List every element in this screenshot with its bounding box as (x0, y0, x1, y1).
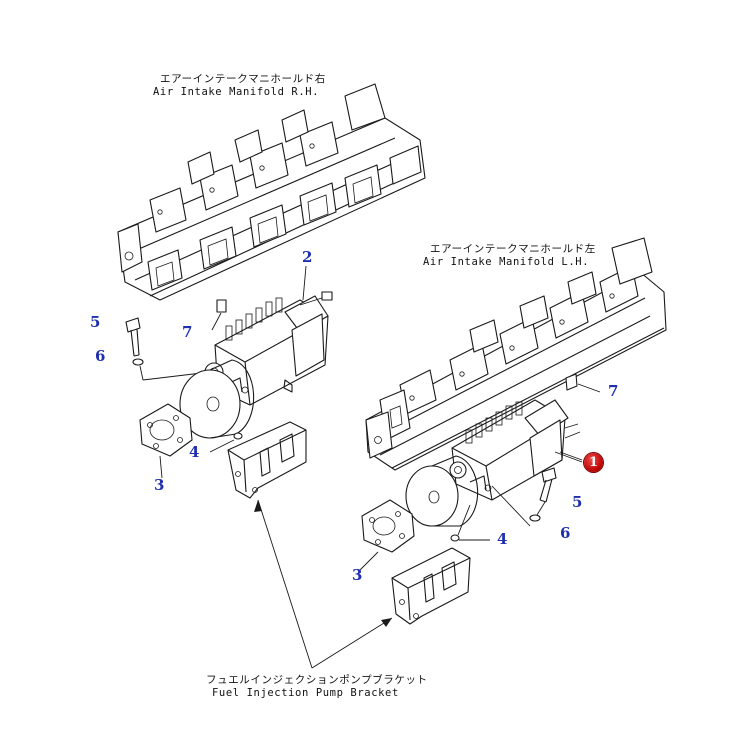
drive-hub-right (405, 455, 479, 527)
air-intake-manifold-lh (365, 237, 667, 471)
callout-right-washer[interactable]: 6 (560, 524, 571, 542)
drive-hub-left (179, 359, 255, 439)
callout-left-coupling[interactable]: 3 (154, 476, 165, 494)
callout-right-nut[interactable]: 4 (497, 530, 508, 548)
washer-right (491, 485, 546, 527)
bolt-left (125, 317, 141, 357)
nut-right (450, 504, 490, 542)
callout-right-bolt[interactable]: 5 (572, 493, 583, 511)
nut-left (209, 432, 243, 453)
callout-left-plug[interactable]: 7 (182, 323, 193, 341)
fuel-injection-pump-right (449, 399, 583, 501)
callout-right-plug[interactable]: 7 (608, 382, 619, 400)
bracket-caption-jp: フュエルインジェクションポンプブラケット (206, 674, 428, 686)
manifold-lh-caption-en: Air Intake Manifold L.H. (423, 256, 590, 268)
bracket-right (391, 547, 471, 625)
leader-pump-right (554, 451, 583, 463)
bracket-left (227, 421, 307, 499)
bolt-right (539, 467, 557, 503)
callout-left-pump[interactable]: 2 (302, 248, 313, 266)
plug-left (211, 299, 227, 331)
coupling-right (359, 499, 415, 571)
plug-right (565, 373, 601, 393)
manifold-rh-caption-en: Air Intake Manifold R.H. (153, 86, 320, 98)
callout-left-bolt[interactable]: 5 (90, 313, 101, 331)
leader-pump-left (302, 265, 307, 301)
callout-left-washer[interactable]: 6 (95, 347, 106, 365)
manifold-lh-caption-jp: エアーインテークマニホールド左 (430, 243, 596, 255)
coupling-left (139, 403, 193, 479)
callout-right-coupling[interactable]: 3 (352, 566, 363, 584)
bracket-leader-lines (254, 499, 393, 669)
manifold-rh-caption-jp: エアーインテークマニホールド右 (160, 73, 326, 85)
fuel-injection-pump-left (204, 291, 333, 406)
bracket-caption-en: Fuel Injection Pump Bracket (212, 687, 399, 699)
callout-right-pump[interactable]: 1 (584, 453, 603, 472)
air-intake-manifold-rh (117, 83, 426, 301)
callout-left-nut[interactable]: 4 (189, 443, 200, 461)
